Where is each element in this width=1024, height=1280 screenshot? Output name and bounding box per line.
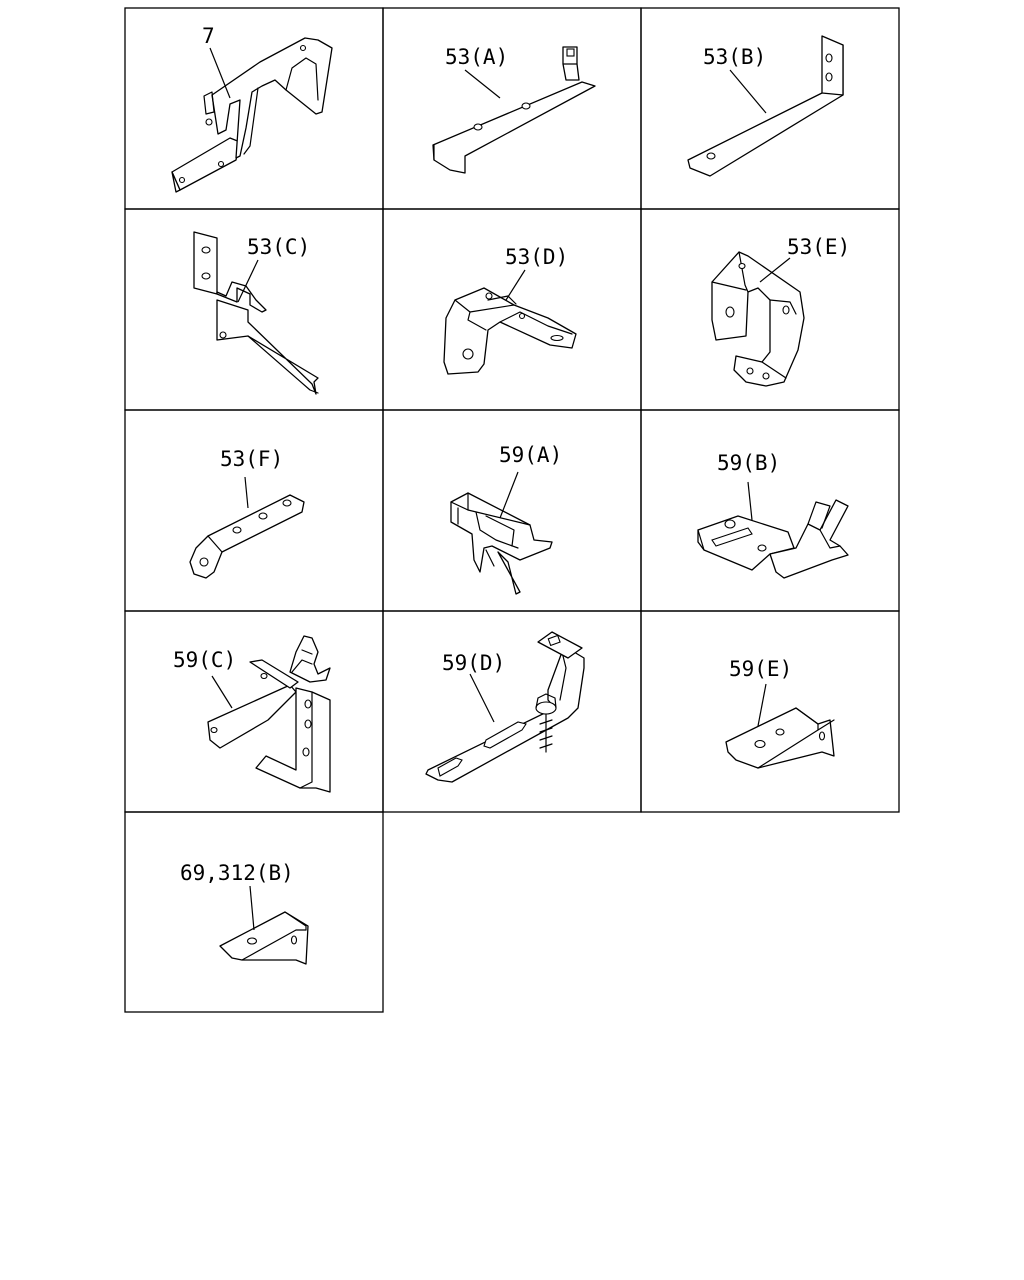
part-53c-label: 53(C) [247,235,310,259]
part-53b-leader [729,69,767,114]
part-53a-leader [464,69,501,99]
cell-part-69-312b[interactable]: 69,312(B) [124,811,384,1013]
part-53a-drawing [432,46,596,174]
cell-part-59a[interactable]: 59(A) [382,409,642,612]
part-59d-label: 59(D) [442,651,505,675]
part-59a-leader [499,471,519,519]
part-69-312b-drawing [219,911,309,965]
cell-part-59d[interactable]: 59(D) [382,610,642,813]
part-59e-leader [757,683,767,727]
part-59c-drawing [207,635,331,793]
part-59b-drawing [697,499,849,579]
cell-part-59e[interactable]: 59(E) [640,610,900,813]
part-53d-leader [505,269,526,301]
cell-part-59c[interactable]: 59(C) [124,610,384,813]
part-59d-leader [469,673,495,723]
cell-part-7[interactable]: 7 [124,7,384,210]
part-53a-label: 53(A) [445,45,508,69]
part-53f-leader [244,476,249,509]
cell-part-53e[interactable]: 53(E) [640,208,900,411]
cell-part-59b[interactable]: 59(B) [640,409,900,612]
part-7-leader [209,47,231,99]
part-53e-leader [759,257,791,283]
part-53e-drawing [711,251,805,387]
part-59b-label: 59(B) [717,451,780,475]
part-59d-drawing [425,631,585,783]
part-53d-drawing [443,287,577,375]
cell-part-53f[interactable]: 53(F) [124,409,384,612]
cell-part-53b[interactable]: 53(B) [640,7,900,210]
part-53e-label: 53(E) [787,235,850,259]
cell-part-53a[interactable]: 53(A) [382,7,642,210]
part-59a-drawing [450,492,553,595]
part-53b-label: 53(B) [703,45,766,69]
part-59e-label: 59(E) [729,657,792,681]
part-59e-drawing [725,707,835,769]
part-53b-drawing [687,35,844,177]
part-53c-drawing [193,231,319,395]
cell-part-53d[interactable]: 53(D) [382,208,642,411]
part-7-label: 7 [202,24,215,48]
part-53d-label: 53(D) [505,245,568,269]
part-59b-leader [747,481,753,521]
cell-part-53c[interactable]: 53(C) [124,208,384,411]
part-59c-label: 59(C) [173,648,236,672]
part-53f-label: 53(F) [220,447,283,471]
part-69-312b-label: 69,312(B) [180,861,294,885]
part-53c-leader [237,259,259,303]
part-7-drawing [171,37,333,193]
part-53f-drawing [189,494,305,579]
part-59c-leader [211,675,233,709]
part-69-312b-leader [249,885,255,931]
part-59a-label: 59(A) [499,443,562,467]
